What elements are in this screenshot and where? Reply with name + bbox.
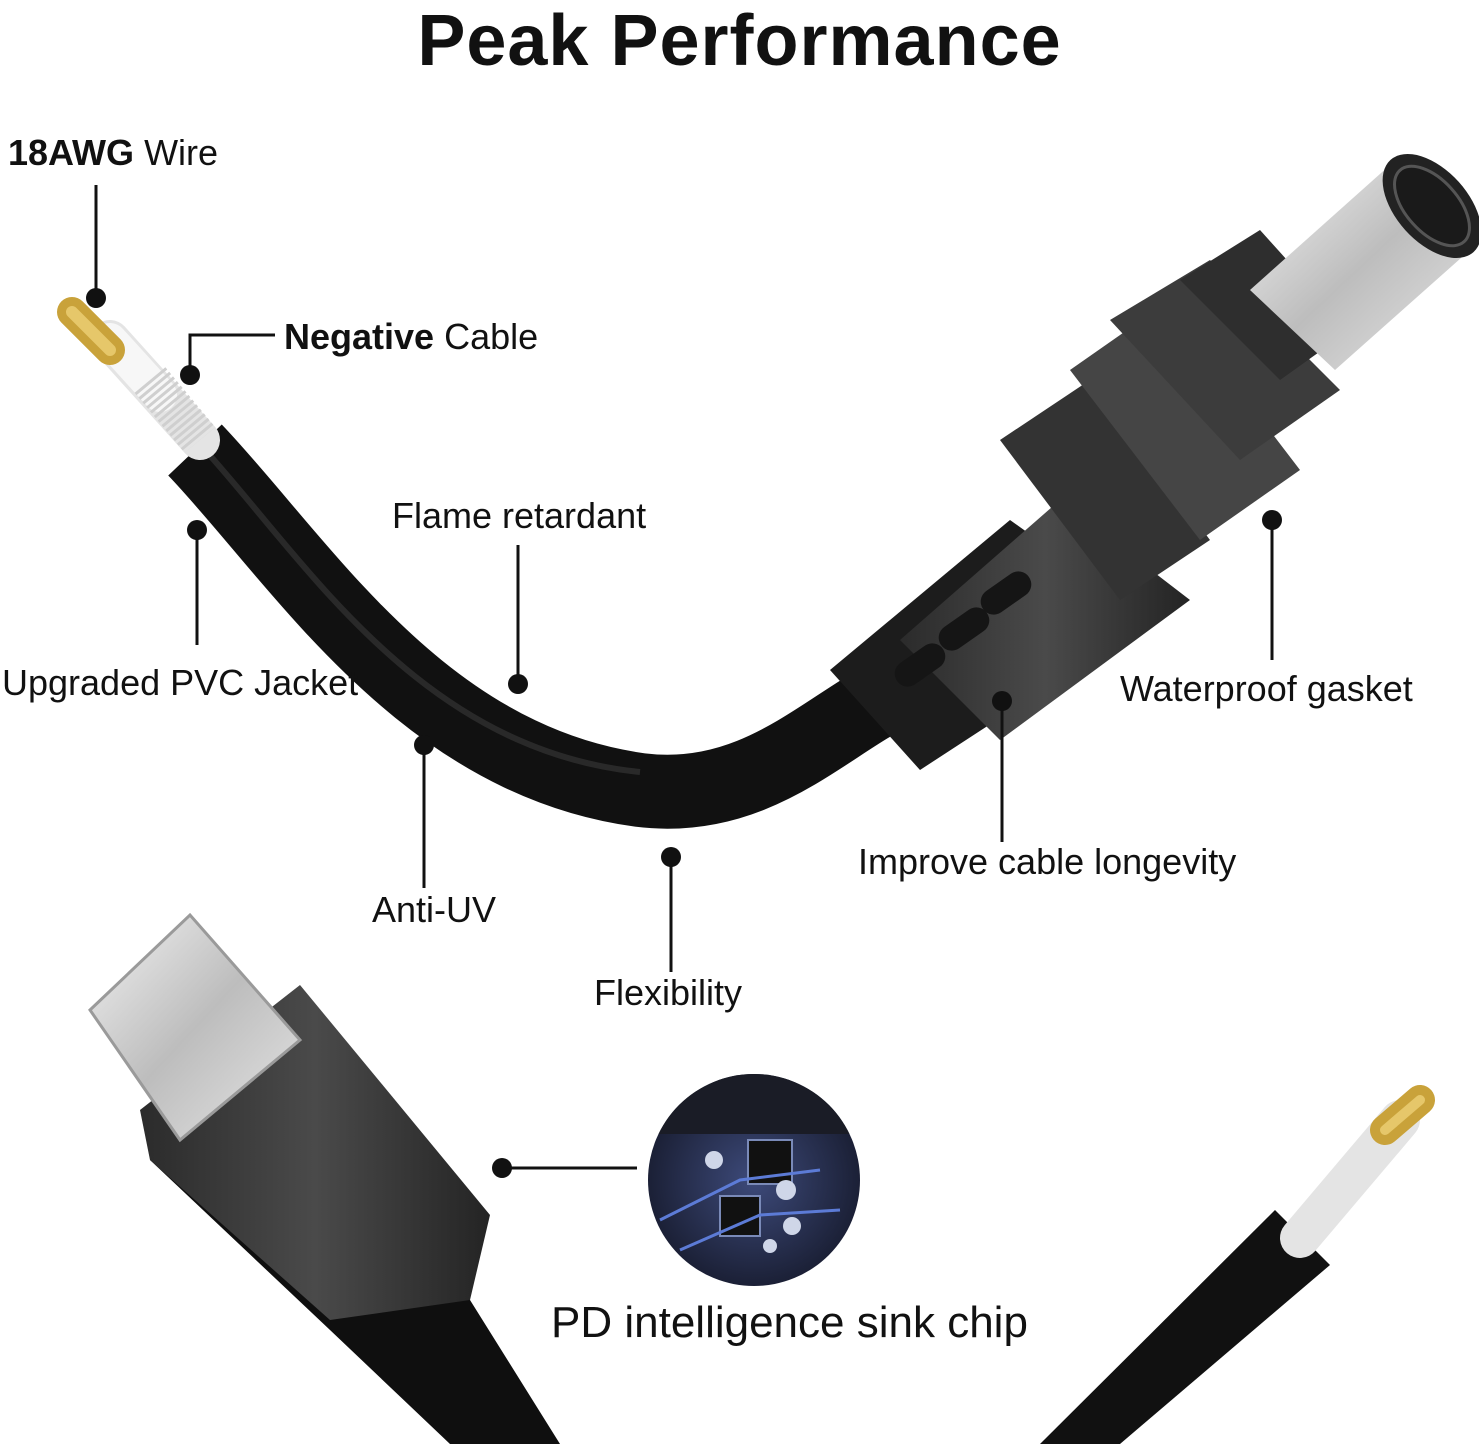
label-improve-cable-longevity: Improve cable longevity	[858, 841, 1237, 882]
label-cable-text: Cable	[444, 316, 539, 357]
callout-lines	[94, 185, 1274, 1170]
callout-dot-negative	[180, 365, 200, 385]
label-negative-cable: Negative Cable	[284, 316, 538, 358]
label-18awg-bold: 18AWG	[8, 132, 135, 173]
usb-c-connector	[88, 912, 560, 1444]
copper-strands	[57, 297, 125, 365]
label-flexibility: Flexibility	[594, 972, 743, 1013]
callout-dot-chip	[492, 1158, 512, 1178]
callout-line-negative	[188, 333, 275, 372]
label-pd-chip: PD intelligence sink chip	[551, 1298, 1028, 1347]
page-title: Peak Performance	[417, 1, 1062, 81]
callout-dot-wire	[86, 288, 106, 308]
callout-dot-waterproof	[1262, 510, 1282, 530]
label-upgraded-pvc-jacket: Upgraded PVC Jacket	[2, 662, 359, 703]
label-anti-uv: Anti-UV	[372, 889, 497, 930]
cable-stub-right	[1040, 1085, 1435, 1444]
label-waterproof-gasket: Waterproof gasket	[1120, 668, 1413, 709]
callout-dot-longevity	[992, 691, 1012, 711]
callout-dots	[86, 288, 1282, 1178]
pd-chip-image	[648, 1074, 860, 1286]
label-flame-retardant: Flame retardant	[392, 495, 647, 536]
black-cable	[168, 424, 916, 829]
callout-dot-flame	[508, 674, 528, 694]
callout-dot-flexibility	[661, 847, 681, 867]
label-18awg-wire: 18AWG Wire	[8, 132, 218, 174]
callout-dot-pvc	[187, 520, 207, 540]
callout-dot-antiuv	[414, 735, 434, 755]
label-negative-bold: Negative	[284, 316, 435, 357]
label-wire-text: Wire	[144, 132, 219, 173]
dc-barrel-connector	[830, 154, 1479, 770]
cable-highlight	[202, 447, 641, 775]
